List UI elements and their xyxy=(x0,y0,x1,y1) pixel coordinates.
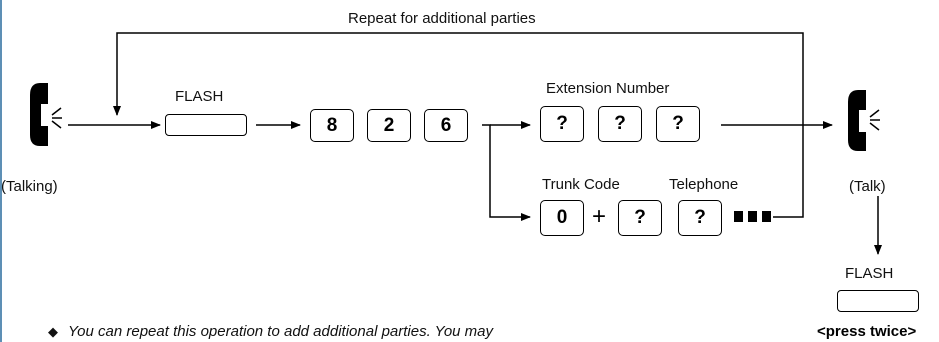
repeat-loop-line xyxy=(113,32,804,218)
handset-icon xyxy=(30,83,62,146)
talk-label: (Talk) xyxy=(849,178,886,195)
plus-sign: + xyxy=(592,203,607,230)
trunk-code-label: Trunk Code xyxy=(542,176,620,193)
dots xyxy=(762,211,771,222)
press-twice-label: <press twice> xyxy=(817,323,917,340)
telephone-key: ? xyxy=(678,200,722,236)
note-body: You can repeat this operation to add add… xyxy=(68,323,494,340)
flash-key xyxy=(837,290,919,312)
digit-key: 2 xyxy=(367,109,411,142)
telephone-label: Telephone xyxy=(669,176,739,193)
dots xyxy=(748,211,757,222)
extension-number-label: Extension Number xyxy=(546,80,670,97)
flash-key xyxy=(165,114,247,136)
dots xyxy=(734,211,743,222)
trunk-key: 0 xyxy=(540,200,584,236)
extension-key: ? xyxy=(656,106,700,142)
flash-label: FLASH xyxy=(845,265,894,282)
bullet-icon: ◆ xyxy=(48,324,58,339)
digit-key: 6 xyxy=(424,109,468,142)
telephone-key: ? xyxy=(618,200,662,236)
note-text: ◆ You can repeat this operation to add ad… xyxy=(48,323,493,340)
flash-label: FLASH xyxy=(175,88,224,105)
extension-key: ? xyxy=(540,106,584,142)
digit-key: 8 xyxy=(310,109,354,142)
handset-icon xyxy=(848,90,880,151)
extension-key: ? xyxy=(598,106,642,142)
talking-label: (Talking) xyxy=(1,178,58,195)
repeat-label: Repeat for additional parties xyxy=(348,10,536,27)
page-left-rule xyxy=(0,0,2,342)
branch-line xyxy=(482,124,531,221)
